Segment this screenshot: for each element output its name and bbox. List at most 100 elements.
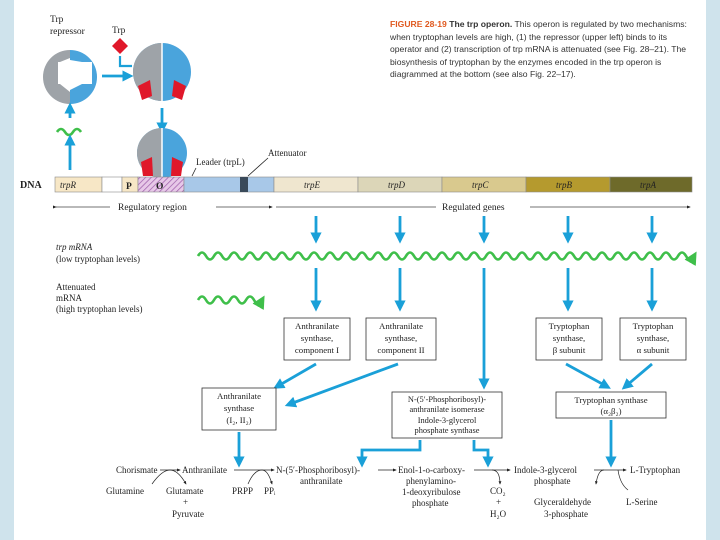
mrna-att-label-2: mRNA [56,293,83,303]
tsb-line3: β subunit [553,345,586,355]
g3p-label-1: Glyceraldehyde [534,497,591,507]
prpa-label-1: N-(5′-Phosphoribosyl)- [276,465,360,475]
attenuator-pointer [247,157,269,177]
dna-label-o: O [156,182,163,192]
tsa-line1: Tryptophan [633,321,674,331]
anthranilate-synthase-2-box [365,317,437,361]
as1-line2: synthase, [301,333,334,343]
caption-body: This operon is regulated by two mechanis… [390,19,687,80]
enol-label-4: phosphate [412,498,449,508]
serine-label: L-Serine [626,497,658,507]
isomerase-synthase-box [391,391,503,439]
operator-bound-repressor-icon [137,128,187,178]
dna-bar [54,176,693,193]
dna-label-p: P [126,182,132,192]
as2-line3: component II [377,345,424,355]
repressor-label-line1: Trp [50,15,64,25]
as1-line1: Anthranilate [295,321,339,331]
active-repressor-icon [133,43,191,101]
asc-line3: (I₂, II₂) [226,415,251,425]
figure-caption: FIGURE 28-19 The trp operon. This operon… [390,18,690,81]
transcription-arrows [310,216,658,244]
as2-line2: synthase, [385,333,418,343]
g3p-label-2: 3-phosphate [544,509,588,519]
pyruvate-label: Pyruvate [172,509,204,519]
dna-gap [101,176,123,193]
attenuated-mrna-wave [196,295,265,310]
iso-line2: anthranilate isomerase [409,405,484,414]
ppi-label: PPᵢ [264,486,276,496]
as1-line3: component I [295,345,339,355]
tsb-line1: Tryptophan [549,321,590,331]
caption-title: The trp operon. [449,19,513,29]
tryptophan-synthase-alpha-box [619,317,687,361]
enol-label-1: Enol-1-o-carboxy- [398,465,465,475]
igp-label-1: Indole-3-glycerol [514,465,577,475]
dna-segment-trpa [609,176,693,193]
dna-label-trpr: trpR [60,180,77,190]
tsc-line2: (α₂β₂) [600,406,621,416]
h2o-label: H₂O [490,509,507,519]
tsb-line2: synthase, [553,333,586,343]
glutamate-label: Glutamate [166,486,204,496]
g3p-out-curve [595,469,605,485]
tryptophan-synthase-beta-box [535,317,603,361]
trp-mrna-full-wave [196,251,697,266]
tsa-line3: α subunit [637,345,670,355]
mrna-att-label-3: (high tryptophan levels) [56,304,142,314]
dna-label: DNA [20,180,42,191]
iso-line4: phosphate synthase [415,426,480,435]
plus1-label: + [183,497,188,507]
attenuator-label: Attenuator [268,148,307,158]
dna-attenuator-block [240,177,248,192]
plus2-label: + [496,497,501,507]
prpp-in-curve [247,469,263,485]
trp-label: Trp [112,26,126,36]
igp-label-2: phosphate [534,476,571,486]
tryptophan-label: L-Tryptophan [630,465,681,475]
trp-repressor-icon [43,50,97,104]
prpp-label: PRPP [232,486,253,496]
mrna-low-label-1: trp mRNA [56,242,93,252]
dna-label-trpc: trpC [472,180,490,190]
dna-label-trpb: trpB [556,180,573,190]
co2-out-curve [491,469,502,485]
leader-label: Leader (trpL) [196,157,245,167]
tryptophan-synthase-complex-box [555,391,667,419]
anthranilate-synthase-1-box [283,317,351,361]
glutamine-in-curve [151,469,171,485]
tsc-line1: Tryptophan synthase [574,395,647,405]
caption-figure-label: FIGURE 28-19 [390,19,447,29]
glutamine-label: Glutamine [106,486,144,496]
dna-segment-leader [183,176,275,193]
trp-bind-arrow [118,56,132,68]
leader-pointer [191,167,197,177]
anthranilate-label: Anthranilate [182,465,227,475]
prpa-label-2: anthranilate [300,476,342,486]
mrna-att-label-1: Attenuated [56,282,96,292]
regulatory-region-label: Regulatory region [118,203,187,213]
enol-label-3: 1-deoxyribulose [402,487,461,497]
ppi-out-curve [261,469,273,485]
assembly-arrows [273,362,653,408]
glutamate-out-curve [169,469,187,485]
iso-line1: N-(5′-Phosphoribosyl)- [408,395,486,404]
dna-label-trpa: trpA [640,180,657,190]
repressor-label-line2: repressor [50,27,86,37]
catalysis-arrows [233,420,617,468]
serine-in-curve [617,469,629,491]
translation-arrows [310,268,658,390]
tsa-line2: synthase, [637,333,670,343]
dna-label-trpd: trpD [388,180,406,190]
co2-label: CO₂ [490,486,506,496]
trp-molecule-icon [112,38,128,54]
iso-line3: Indole-3-glycerol [418,416,477,425]
biosynthetic-pathway: Chorismate Anthranilate N-(5′-Phosphorib… [106,465,681,519]
repressor-mrna-wave [55,127,83,137]
as2-line1: Anthranilate [379,321,423,331]
anthranilate-synthase-complex-box [201,387,277,431]
regulated-genes-label: Regulated genes [442,203,505,213]
dna-label-trpe: trpE [304,180,321,190]
